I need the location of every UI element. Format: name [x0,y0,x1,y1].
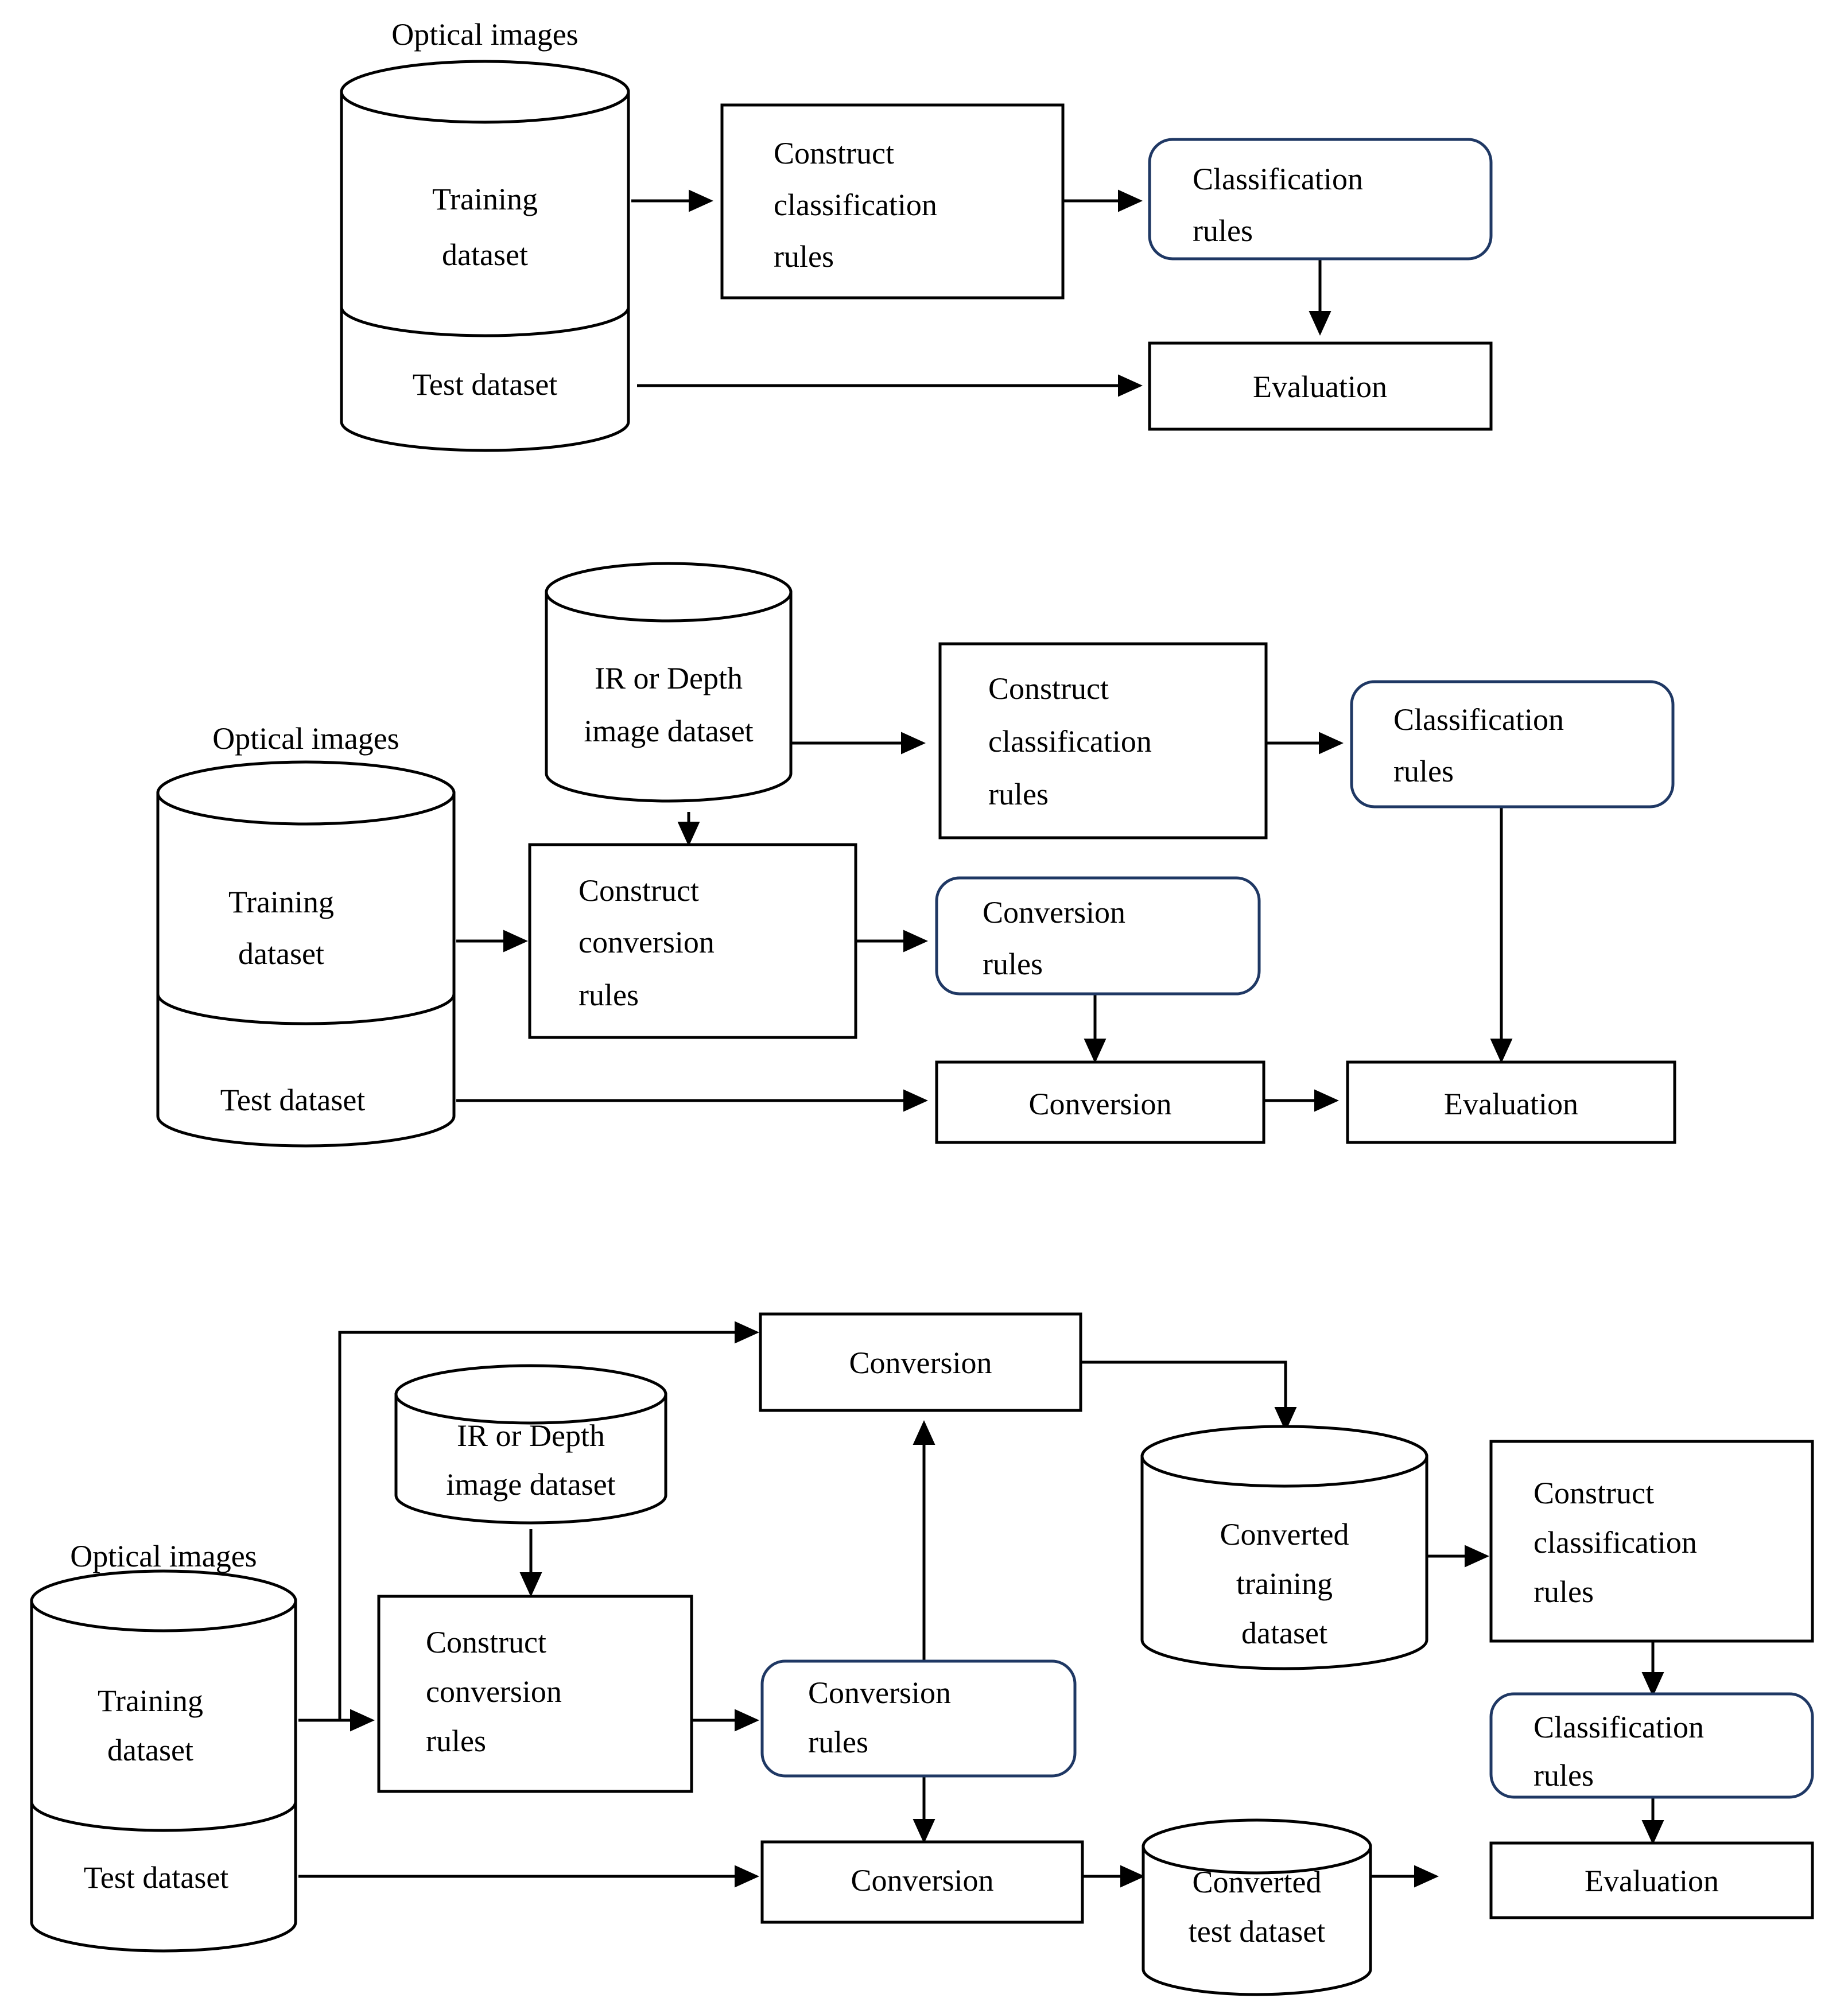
label-construct-conversion-l2-b: conversion [579,925,715,959]
label-test-dataset-b: Test dataset [220,1083,366,1117]
label-construct-classification-l1-b: Construct [988,671,1109,706]
label-converted-test-l2-c: test dataset [1189,1914,1325,1949]
label-ir-depth-l2-c: image dataset [446,1467,615,1502]
label-optical-images-a: Optical images [391,17,578,52]
label-training-line1-c: Training [98,1684,203,1718]
label-classification-rules-l2-a: rules [1193,213,1253,248]
box-classification-rules-a[interactable] [1148,138,1493,261]
label-conversion-rules-l2-c: rules [808,1725,868,1759]
label-construct-classification-l3-a: rules [774,239,834,274]
box-conversion-top-c[interactable] [759,1312,1082,1412]
label-optical-images-b: Optical images [212,721,399,756]
label-construct-classification-l2-a: classification [774,188,937,222]
label-classification-rules-l1-c: Classification [1533,1710,1704,1744]
label-conversion-b: Conversion [1029,1087,1172,1121]
label-training-line1-b: Training [228,885,334,919]
box-evaluation-c[interactable] [1489,1841,1814,1919]
label-evaluation-a: Evaluation [1253,370,1387,404]
box-construct-conversion-rules-b[interactable] [528,843,857,1039]
connector-top-conversion-to-converted-training-c [1080,1360,1297,1432]
label-test-dataset-c: Test dataset [84,1860,229,1895]
label-construct-classification-l1-c: Construct [1533,1476,1654,1510]
label-construct-conversion-l1-b: Construct [579,873,699,908]
label-training-line2-a: dataset [442,238,528,272]
label-ir-depth-l1-c: IR or Depth [457,1418,605,1453]
box-construct-classification-rules-c[interactable] [1489,1440,1814,1643]
label-conversion-rules-l2-b: rules [983,947,1043,981]
cylinder-converted-test-c[interactable] [1142,1818,1372,1996]
label-classification-rules-l2-b: rules [1393,754,1454,788]
label-construct-classification-l2-b: classification [988,724,1152,759]
label-construct-classification-l2-c: classification [1533,1525,1697,1560]
label-classification-rules-l1-b: Classification [1393,702,1564,737]
label-converted-training-l2-c: training [1236,1566,1333,1601]
cylinder-ir-depth-c[interactable] [394,1364,667,1525]
cylinder-converted-training-c[interactable] [1140,1425,1428,1670]
cylinder-optical-images-b[interactable] [156,760,456,1148]
label-construct-conversion-l3-b: rules [579,978,639,1012]
box-conversion-bottom-c[interactable] [760,1840,1084,1924]
box-conversion-rules-c[interactable] [760,1659,1077,1778]
label-evaluation-b: Evaluation [1444,1087,1578,1121]
label-construct-classification-l1-a: Construct [774,136,894,170]
cylinder-optical-images-c[interactable] [30,1569,297,1953]
box-construct-classification-rules-b[interactable] [938,642,1268,839]
box-conversion-rules-b[interactable] [935,876,1261,996]
label-construct-conversion-l3-c: rules [426,1724,486,1758]
label-converted-training-l1-c: Converted [1220,1517,1349,1552]
label-ir-depth-l2-b: image dataset [584,714,753,748]
label-classification-rules-l1-a: Classification [1193,162,1363,196]
label-converted-training-l3-c: dataset [1241,1616,1327,1650]
label-construct-conversion-l1-c: Construct [426,1625,546,1659]
connector-training-branch-to-top-conversion-c [338,1321,760,1720]
cylinder-optical-images-a[interactable] [340,60,630,452]
label-training-line1-a: Training [432,182,538,216]
cylinder-ir-depth-b[interactable] [545,562,793,803]
label-conversion-rules-l1-b: Conversion [983,895,1125,930]
label-construct-classification-l3-b: rules [988,777,1049,811]
label-converted-test-l1-c: Converted [1193,1865,1322,1899]
box-conversion-b[interactable] [935,1060,1265,1144]
label-evaluation-c: Evaluation [1585,1864,1719,1898]
box-evaluation-b[interactable] [1346,1060,1676,1144]
label-construct-classification-l3-c: rules [1533,1575,1594,1609]
label-construct-conversion-l2-c: conversion [426,1674,562,1709]
box-evaluation-a[interactable] [1148,341,1493,431]
label-test-dataset-a: Test dataset [413,367,558,402]
box-construct-classification-rules-a[interactable] [720,103,1065,300]
label-classification-rules-l2-c: rules [1533,1758,1594,1793]
box-construct-conversion-rules-c[interactable] [377,1595,693,1793]
label-optical-images-c: Optical images [70,1539,257,1573]
label-conversion-bottom-c: Conversion [851,1863,994,1898]
label-training-line2-b: dataset [238,936,324,971]
label-ir-depth-l1-b: IR or Depth [595,661,743,695]
box-classification-rules-b[interactable] [1350,680,1675,808]
label-conversion-top-c: Conversion [849,1346,992,1380]
label-training-line2-c: dataset [107,1733,193,1767]
label-conversion-rules-l1-c: Conversion [808,1676,951,1710]
box-classification-rules-c[interactable] [1489,1692,1814,1799]
